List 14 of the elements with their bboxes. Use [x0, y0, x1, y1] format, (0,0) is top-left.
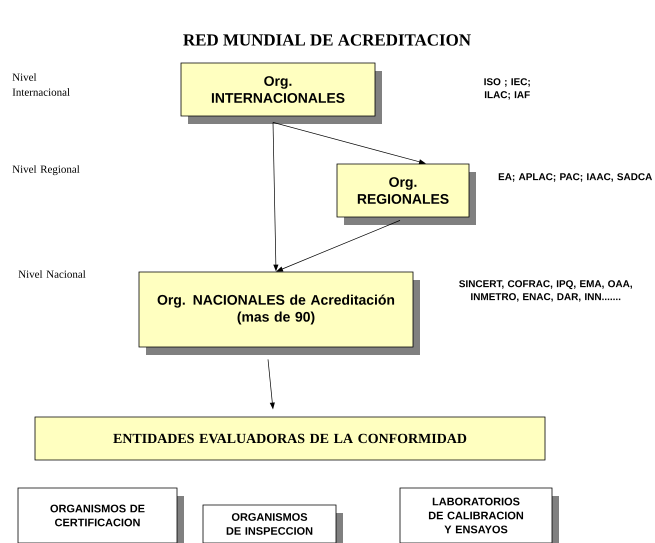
- org-box: Org. INTERNACIONALES: [180, 62, 382, 124]
- title: RED MUNDIAL DE ACREDITACION: [183, 34, 471, 46]
- level-label: Nivel Internacional: [12, 73, 70, 96]
- org-box: ORGANISMOS DE CERTIFICACION: [18, 488, 184, 543]
- level-label: Nivel Regional: [12, 165, 80, 176]
- org-box: ORGANISMOS DE INSPECCION: [202, 504, 343, 543]
- member-list: ISO ; IEC; ILAC; IAF: [484, 78, 530, 100]
- org-box: Org. NACIONALES de Acreditación (mas de 90): [138, 272, 420, 355]
- level-label: Nivel Nacional: [18, 270, 86, 278]
- org-box: LABORATORIOS DE CALIBRACION Y ENSAYOS: [400, 488, 559, 543]
- member-list: EA; APLAC; PAC; IAAC, SADCA: [498, 173, 652, 182]
- org-box: Org. REGIONALES: [336, 164, 476, 225]
- org-box: ENTIDADES EVALUADORAS DE LA CONFORMIDAD: [34, 416, 546, 460]
- member-list: SINCERT, COFRAC, IPQ, EMA, OAA, INMETRO, ENAC, DAR, INN.......: [459, 280, 632, 302]
